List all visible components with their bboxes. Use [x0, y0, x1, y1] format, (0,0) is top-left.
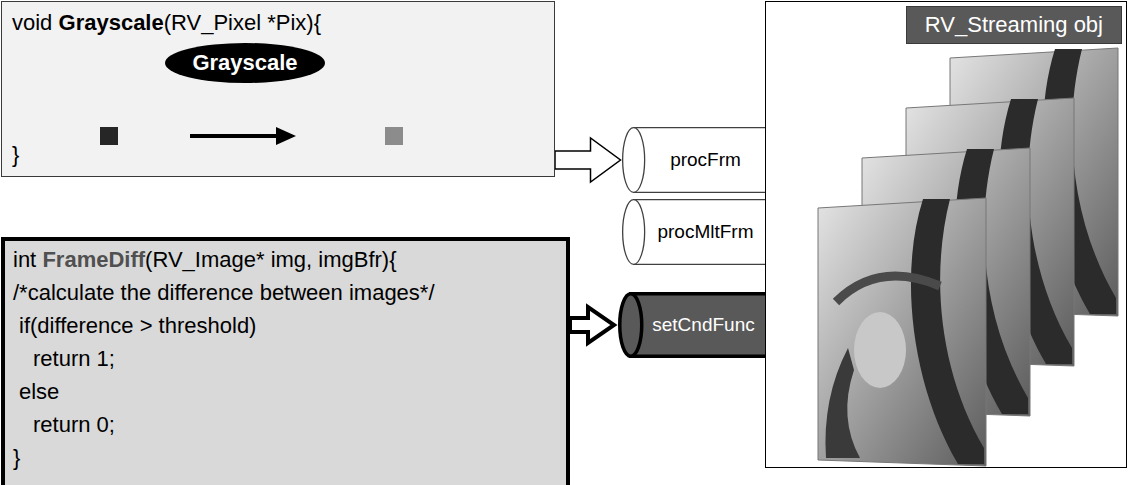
- code-line: return 1;: [5, 342, 566, 375]
- conversion-arrowhead: [276, 127, 296, 145]
- code-line: }: [5, 441, 566, 474]
- method-label: setCndFunc: [652, 314, 754, 336]
- code-text: /*calculate the difference between image…: [13, 280, 435, 305]
- code-text: else: [19, 379, 59, 404]
- code-line: else: [5, 375, 566, 408]
- code-text: }: [12, 142, 19, 167]
- code-line: void Grayscale(RV_Pixel *Pix){: [2, 8, 554, 38]
- video-frame: [818, 198, 986, 466]
- cylinder-cap: [620, 294, 642, 357]
- code-line: /*calculate the difference between image…: [5, 276, 566, 309]
- streaming-object-panel: procFrmprocMltFrmsetCndFuncRV_Streaming …: [765, 1, 1127, 468]
- color-pixel: [100, 127, 118, 145]
- cylinder-cap: [623, 200, 645, 265]
- cylinder-cap: [623, 128, 645, 193]
- condition-function-box: int FrameDiff(RV_Image* img, imgBfr){ /*ca…: [1, 237, 570, 485]
- operation-label: Grayscale: [192, 50, 297, 76]
- code-line: }: [2, 140, 19, 170]
- cylinder-body: [633, 200, 765, 265]
- condition-method-cylinder: setCndFunc: [618, 292, 765, 358]
- cylinder-side: [633, 200, 765, 265]
- function-name: FrameDiff: [42, 247, 145, 272]
- ellipse-shape: [165, 43, 325, 83]
- code-text: (RV_Image* img, imgBfr){: [145, 247, 396, 272]
- object-name-label: RV_Streaming obj: [906, 6, 1122, 44]
- conversion-arrow: [190, 134, 278, 138]
- code-text: if(difference > threshold): [19, 313, 256, 338]
- method-label: procFrm: [670, 149, 741, 171]
- code-line: if(difference > threshold): [5, 309, 566, 342]
- code-text: void: [12, 10, 52, 35]
- method-cylinder: procMltFrm: [622, 199, 765, 265]
- method-label: procMltFrm: [657, 221, 753, 243]
- code-text: int: [13, 247, 36, 272]
- code-text: }: [13, 445, 20, 470]
- cylinder-side: [629, 294, 765, 357]
- code-text: return 0;: [33, 412, 115, 437]
- box-fill: [1, 1, 555, 177]
- cylinder-body: [633, 128, 765, 193]
- code-line: return 0;: [5, 408, 566, 441]
- block-arrow: [555, 138, 621, 182]
- box-fills: [1, 1, 570, 485]
- cylinder-body: [629, 294, 765, 357]
- code-text: (RV_Pixel *Pix){: [164, 10, 321, 35]
- box-fill: [1, 237, 570, 485]
- block-arrow: [570, 307, 614, 343]
- cylinder-side: [633, 128, 765, 193]
- code-line: int FrameDiff(RV_Image* img, imgBfr){: [5, 243, 566, 276]
- code-text: return 1;: [33, 346, 115, 371]
- function-name: Grayscale: [59, 10, 164, 35]
- operation-ellipse: Grayscale: [165, 43, 325, 83]
- gray-pixel: [385, 127, 403, 145]
- function-box: GrayscalevoidGrayscale(RV_Pixel *Pix){}: [1, 1, 555, 177]
- method-cylinder: procFrm: [622, 127, 765, 193]
